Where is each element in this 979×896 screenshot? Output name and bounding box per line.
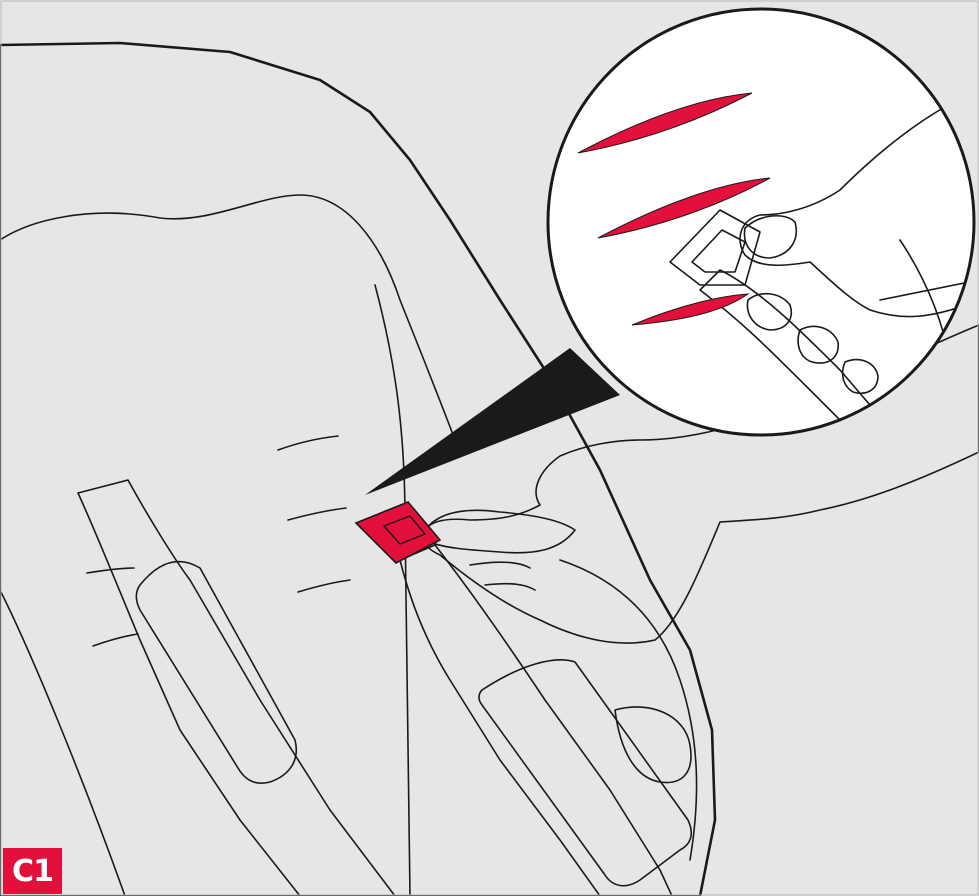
step-label: C1 — [3, 848, 62, 894]
